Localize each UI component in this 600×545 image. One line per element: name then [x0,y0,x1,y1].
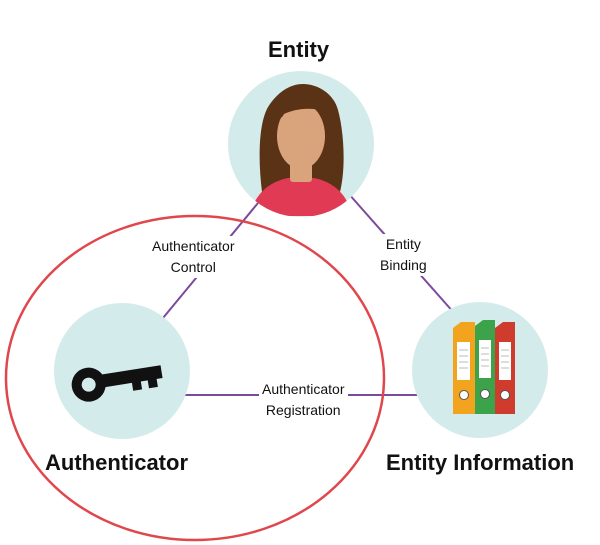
edge-label-entity-binding: Entity Binding [377,234,430,276]
edge-label-line: Registration [265,402,341,418]
binders-icon [453,320,515,414]
binder-green [475,320,495,414]
edge-label-authenticator-control: Authenticator Control [149,236,238,278]
person-icon [250,84,352,216]
edge-label-line: Authenticator [152,238,235,254]
entity-title: Entity [268,37,330,62]
edge-label-authenticator-registration: Authenticator Registration [259,379,348,421]
binder-orange [453,322,475,414]
edge-label-line: Authenticator [262,381,345,397]
key-hole [81,377,96,392]
authenticator-boundary-ellipse [4,214,386,542]
edge-label-line: Binding [380,257,427,273]
authenticator-title: Authenticator [45,450,188,475]
authenticator-node-circle [54,303,190,439]
binder-red [495,322,515,414]
entity-information-title: Entity Information [386,450,575,475]
edge-label-line: Control [170,259,216,275]
edge-label-line: Entity [385,236,421,252]
key-icon [71,365,163,402]
